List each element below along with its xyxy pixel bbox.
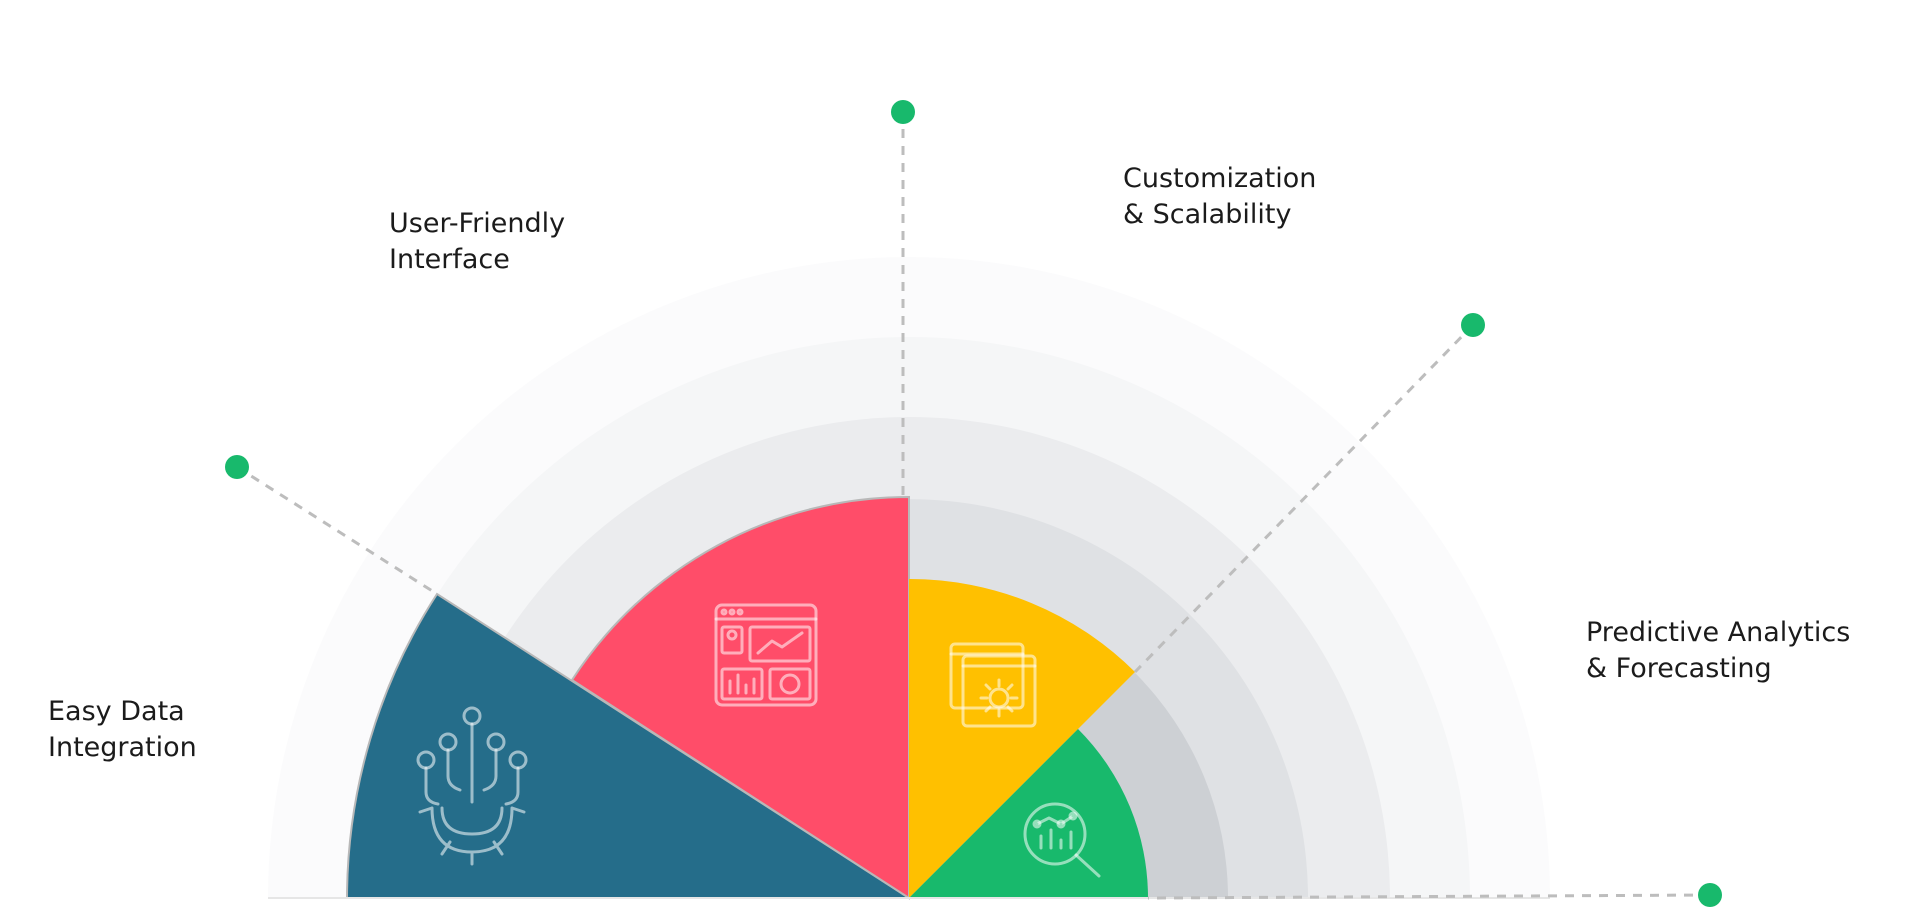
- settings-window-icon: [949, 642, 1037, 728]
- sectors: [345, 495, 1148, 900]
- sector-easy-data-integration: [345, 592, 913, 899]
- sector-customization-scalability: [909, 578, 1135, 898]
- sector-predictive-analytics: [909, 729, 1148, 898]
- dot-easy-data-integration: [225, 455, 249, 479]
- connector-customization-scalability: [1133, 323, 1475, 674]
- dot-predictive-analytics: [1698, 883, 1722, 907]
- label-customization-scalability: Customization& Scalability: [1123, 163, 1317, 230]
- dot-customization-scalability: [1461, 313, 1485, 337]
- connectors: [236, 112, 1711, 900]
- dot-user-friendly-interface: [891, 100, 915, 124]
- sector-user-friendly-interface: [570, 495, 910, 900]
- dashboard-icon: [714, 603, 818, 707]
- dots: [225, 100, 1722, 907]
- circuit-gear-icon: [416, 706, 528, 866]
- chart-magnifier-icon: [1023, 802, 1101, 878]
- connector-predictive-analytics: [1147, 893, 1711, 900]
- label-predictive-analytics: Predictive Analytics& Forecasting: [1586, 617, 1851, 684]
- connector-easy-data-integration: [236, 465, 438, 596]
